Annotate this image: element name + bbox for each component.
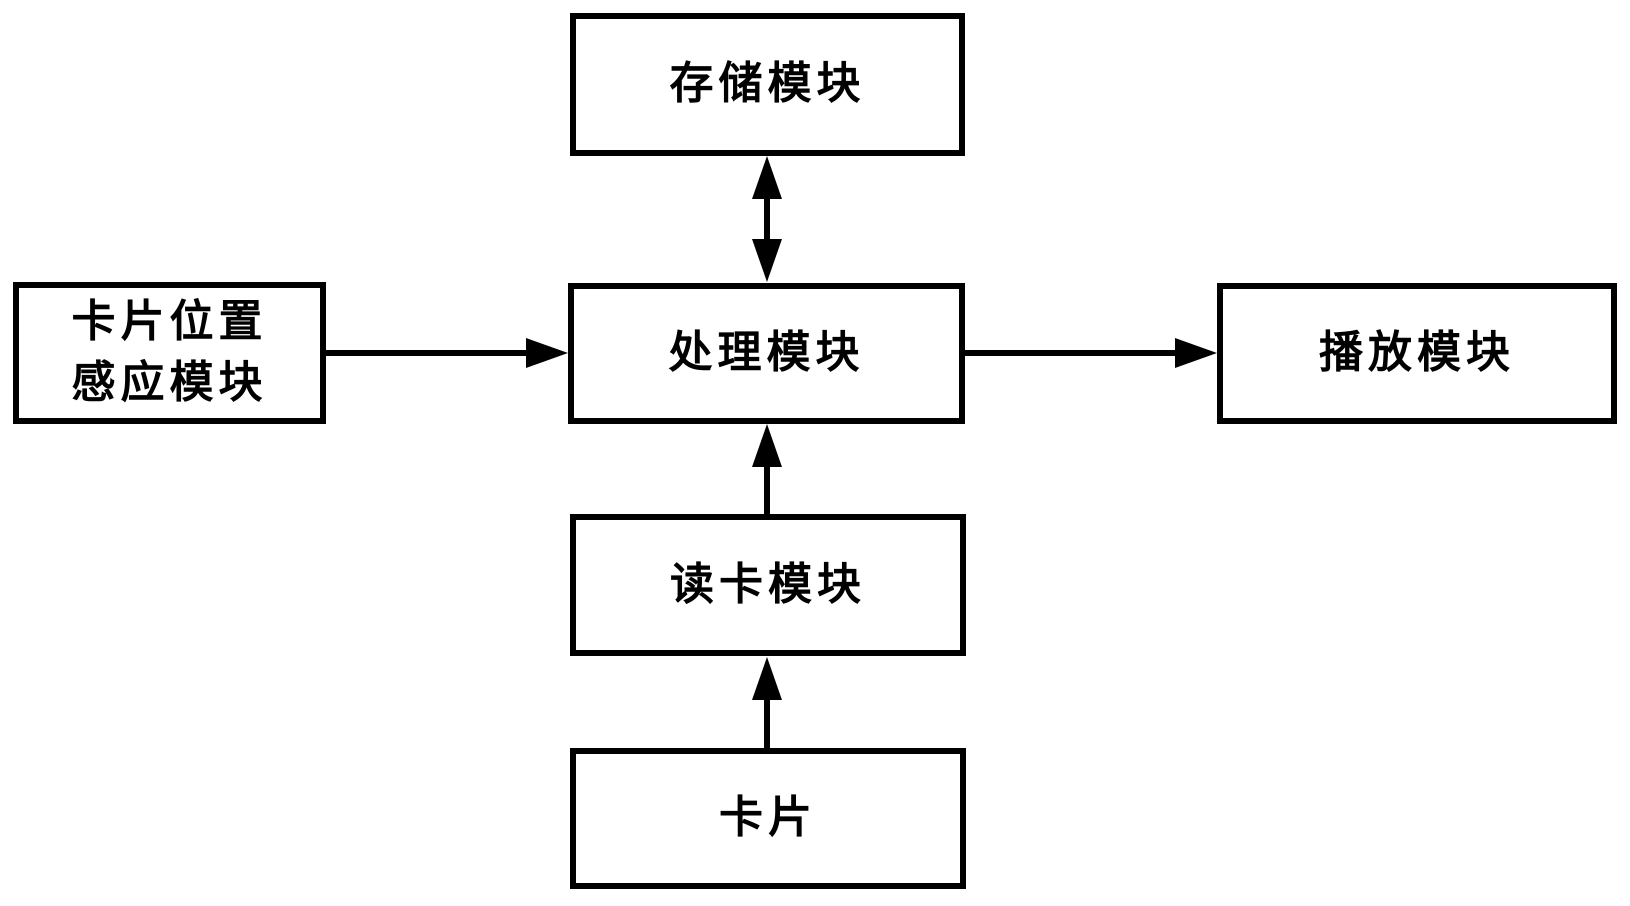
- arrow-card-reader-to-processing: [752, 424, 782, 514]
- card-label: 卡片: [719, 793, 817, 843]
- card-position-sensing-module-box: 卡片位置 感应模块: [13, 282, 326, 424]
- playback-module-label: 播放模块: [1319, 328, 1515, 378]
- arrow-processing-to-playback: [965, 338, 1217, 368]
- card-position-label-line2: 感应模块: [71, 358, 268, 407]
- playback-module-box: 播放模块: [1217, 283, 1617, 424]
- card-position-label-line1: 卡片位置: [71, 297, 268, 347]
- storage-module-box: 存储模块: [570, 13, 965, 156]
- card-box: 卡片: [570, 748, 966, 889]
- storage-module-label: 存储模块: [669, 59, 866, 109]
- arrow-storage-processing-bidirectional: [752, 156, 782, 282]
- arrow-card-to-card-reader: [752, 657, 782, 748]
- card-reader-module-label: 读卡模块: [670, 559, 866, 609]
- card-position-sensing-module-label: 卡片位置 感应模块: [72, 292, 268, 413]
- processing-module-label: 处理模块: [668, 328, 865, 378]
- processing-module-box: 处理模块: [568, 283, 965, 424]
- arrow-card-position-to-processing: [326, 338, 568, 368]
- card-reader-module-box: 读卡模块: [570, 514, 966, 656]
